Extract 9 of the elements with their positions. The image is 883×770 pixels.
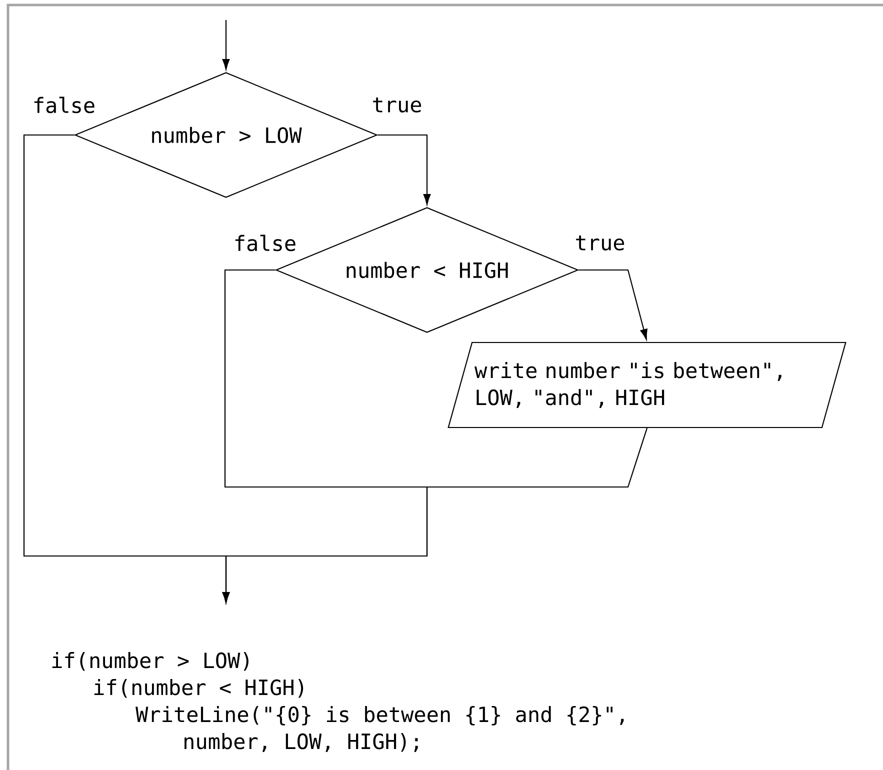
arrow (378, 134, 431, 205)
code-line: if(number > LOW) (52, 652, 248, 671)
code-line: number, LOW, HIGH); (184, 733, 418, 752)
code-line: if(number < HIGH) (94, 679, 304, 698)
code-line: WriteLine("{0} is between {1} and {2}", (136, 706, 624, 726)
output-parallelogram: write number "is between", LOW, "and", HIGH (448, 342, 846, 428)
arrow (578, 269, 648, 340)
arrow (222, 428, 648, 603)
arrow (222, 20, 230, 70)
